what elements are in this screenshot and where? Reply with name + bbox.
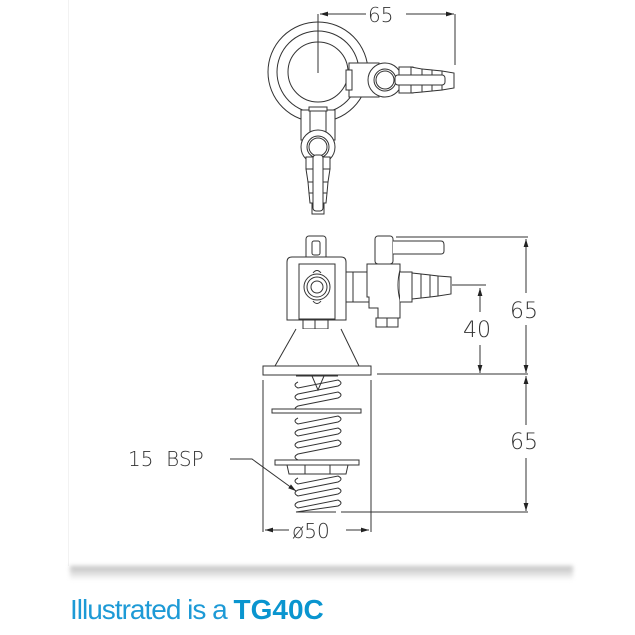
card-shadow bbox=[70, 566, 573, 580]
caption-prefix: Illustrated is a bbox=[70, 594, 234, 625]
top-view bbox=[267, 11, 456, 215]
caption: Illustrated is a TG40C bbox=[70, 594, 324, 626]
dim-outlet-height: 40 bbox=[463, 318, 491, 343]
dim-top-width: 65 bbox=[368, 3, 393, 27]
thread bbox=[294, 375, 342, 413]
model-name: TG40C bbox=[233, 594, 324, 625]
dim-diameter: ø50 bbox=[292, 519, 330, 543]
dim-total-height: 65 bbox=[510, 299, 538, 324]
thread-label: 15 BSP bbox=[128, 447, 204, 471]
side-view bbox=[230, 235, 529, 533]
dim-thread-length: 65 bbox=[510, 430, 538, 455]
